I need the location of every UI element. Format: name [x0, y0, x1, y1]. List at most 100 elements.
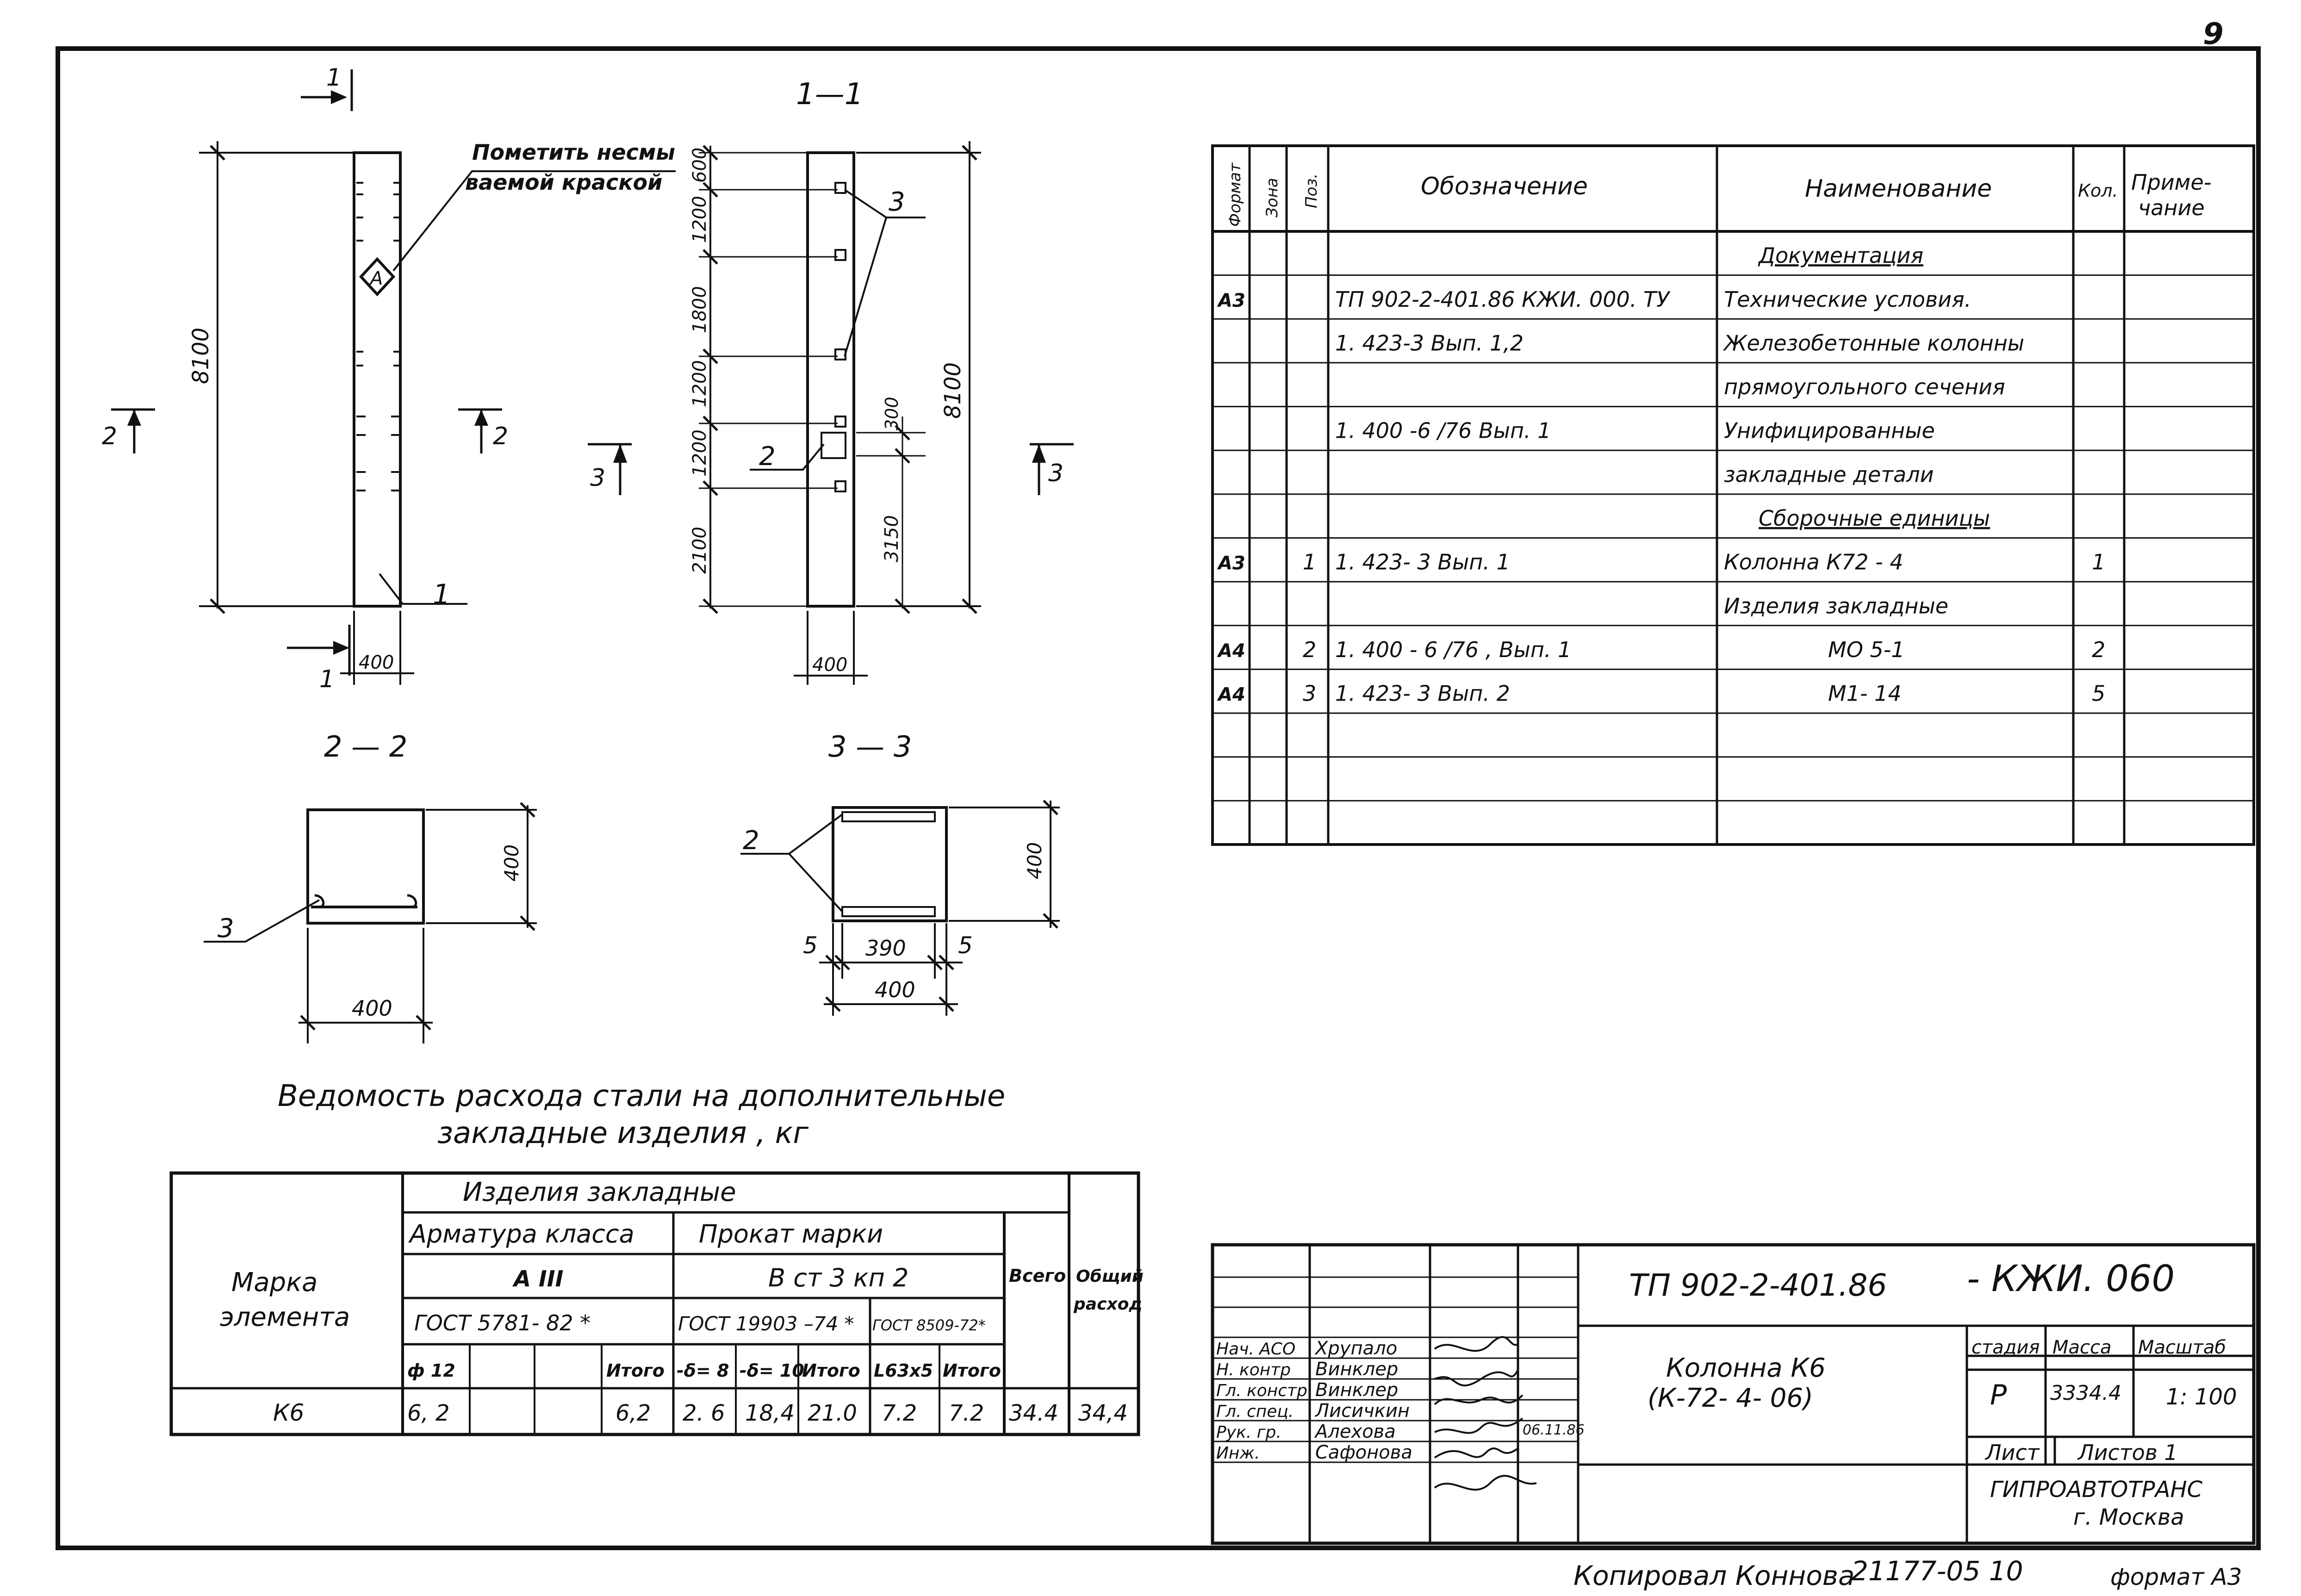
steel-prokat: Прокат марки: [699, 1219, 883, 1248]
dim-3150: 3150: [881, 515, 902, 562]
signer-name: Лисичкин: [1314, 1400, 1410, 1422]
signer-role: Н. контр: [1216, 1360, 1291, 1379]
spec-header-name: Наименование: [1805, 175, 1992, 203]
spec-cell-name: Документация: [1758, 243, 1923, 268]
mark-note-line1: Пометить несмы: [472, 140, 675, 165]
sheets-label: Листов 1: [2077, 1440, 2178, 1465]
dim-1200-a: 1200: [689, 196, 710, 243]
spec-cell-name: М1- 14: [1828, 681, 1902, 706]
page-number: 9: [2203, 17, 2224, 51]
steel-value-cell: 21.0: [808, 1400, 857, 1426]
section-3-3: 3 — 3 2 400 5 390 5 400: [740, 730, 1060, 1016]
steel-armatura-gost: ГОСТ 5781- 82 *: [414, 1310, 591, 1335]
spec-cell-qty: 5: [2092, 681, 2105, 706]
signatures: [1434, 1336, 1537, 1491]
column-outline: [353, 151, 402, 608]
steel-value-cell: 18,4: [745, 1400, 795, 1426]
section-mark-bottom: 1: [319, 665, 335, 693]
dim-400-height-3-3: 400: [1023, 842, 1046, 879]
dim-600: 600: [689, 148, 710, 183]
section2-mark-left: 2: [102, 422, 117, 450]
steel-value-cell: 6,2: [616, 1400, 651, 1426]
section3-mark-right: 3: [1048, 460, 1063, 487]
footer-format: формат А3: [2110, 1564, 2242, 1590]
title-doc-code: ТП 902-2-401.86: [1629, 1267, 1887, 1303]
signer-role: Рук. гр.: [1216, 1423, 1281, 1442]
steel-prokat-grade: В ст 3 кп 2: [768, 1263, 909, 1292]
signer-role: Гл. констр: [1216, 1381, 1307, 1400]
spec-cell-designation: 1. 423- 3 Вып. 2: [1335, 681, 1510, 706]
signer-name: Винклер: [1315, 1379, 1398, 1401]
section3-mark-left: 3: [590, 464, 605, 492]
org-line2: г. Москва: [2073, 1504, 2184, 1530]
steel-sub-header: -δ= 8: [677, 1360, 729, 1381]
steel-prokat-gost1: ГОСТ 19903 –74 *: [678, 1312, 854, 1335]
scale-value: 1: 100: [2166, 1384, 2237, 1410]
signer-name: Хрупало: [1314, 1338, 1397, 1359]
sheet-label: Лист: [1984, 1440, 2040, 1465]
dim-2100: 2100: [689, 527, 710, 574]
signer-role: Нач. АСО: [1216, 1340, 1295, 1359]
steel-mark-header-2: элемента: [220, 1302, 350, 1332]
spec-cell-name: МО 5-1: [1828, 637, 1905, 662]
dim-width-1-1: 400: [812, 654, 847, 676]
section-1-1-title: 1—1: [796, 77, 863, 112]
spec-cell-format: А4: [1217, 640, 1245, 662]
spec-cell-designation: 1. 400 - 6 /76 , Вып. 1: [1335, 637, 1571, 662]
spec-header-note-2: чание: [2138, 195, 2205, 220]
steel-value-cell: 7.2: [949, 1400, 984, 1426]
steel-sub-header: Итого: [802, 1360, 860, 1381]
steel-prokat-gost2: ГОСТ 8509-72*: [872, 1317, 986, 1334]
spec-cell-format: А3: [1217, 290, 1245, 311]
signer-role: Инж.: [1216, 1444, 1260, 1463]
dim-5-left: 5: [803, 932, 818, 959]
steel-sub-header: -δ= 10: [740, 1360, 804, 1381]
spec-cell-designation: 1. 423-3 Вып. 1,2: [1335, 330, 1524, 355]
title-block: ТП 902-2-401.86 - КЖИ. 060 Нач. АСО Хрупа…: [1211, 1243, 2256, 1545]
pos-2-label: 2: [759, 441, 776, 472]
signer-role: Гл. спец.: [1216, 1402, 1294, 1421]
section-3-3-title: 3 — 3: [828, 730, 912, 764]
steel-total: Всего: [1009, 1266, 1066, 1286]
steel-title-line2: закладные изделия , кг: [437, 1116, 808, 1150]
dim-400-height-2-2: 400: [500, 845, 523, 882]
title-doc-suffix: - КЖИ. 060: [1967, 1258, 2175, 1300]
signer-name: Сафонова: [1315, 1442, 1412, 1463]
spec-cell-name: Железобетонные колонны: [1723, 330, 2024, 355]
spec-cell-qty: 1: [2092, 550, 2105, 575]
column-elevation: А Пометить несмы ваемой краской 8100 1 1…: [102, 64, 676, 693]
footer-copied: Копировал Коннова: [1573, 1560, 1855, 1591]
stage-value: Р: [1990, 1379, 2007, 1411]
spec-cell-name: закладные детали: [1724, 462, 1934, 487]
mass-value: 3334.4: [2050, 1381, 2121, 1405]
dim-1200-b: 1200: [689, 360, 710, 407]
dim-390: 390: [865, 936, 906, 961]
steel-sub-header: Итого: [606, 1360, 665, 1381]
steel-row-mark: К6: [273, 1399, 304, 1426]
signer-name: Алехова: [1314, 1421, 1396, 1442]
steel-mark-header-1: Марка: [231, 1267, 317, 1298]
dim-300: 300: [882, 397, 902, 430]
scale-label: Масштаб: [2138, 1337, 2226, 1358]
steel-table: Ведомость расхода стали на дополнительны…: [169, 1079, 1144, 1436]
steel-sub-header: L63x5: [874, 1360, 933, 1381]
dim-1800: 1800: [689, 286, 710, 333]
section-2-2-title: 2 — 2: [324, 730, 407, 764]
steel-armatura: Арматура класса: [408, 1219, 634, 1248]
pos-3-label: 3: [889, 187, 905, 217]
spec-cell-name: Технические условия.: [1724, 287, 1971, 312]
dim-width: 400: [359, 652, 394, 673]
steel-value-cell: 34.4: [1009, 1400, 1058, 1426]
item-name-1: Колонна К6: [1666, 1353, 1826, 1383]
pos-2-label-3-3: 2: [743, 826, 759, 856]
column-outline-1-1: [806, 151, 855, 608]
spec-header-designation: Обозначение: [1421, 173, 1588, 200]
spec-cell-format: А4: [1217, 684, 1245, 706]
sheet-frame: [56, 46, 2261, 1550]
pos-3-label-2-2: 3: [218, 913, 234, 944]
steel-overall-1: Общий: [1076, 1267, 1144, 1286]
spec-cell-name: Сборочные единицы: [1759, 506, 1990, 531]
